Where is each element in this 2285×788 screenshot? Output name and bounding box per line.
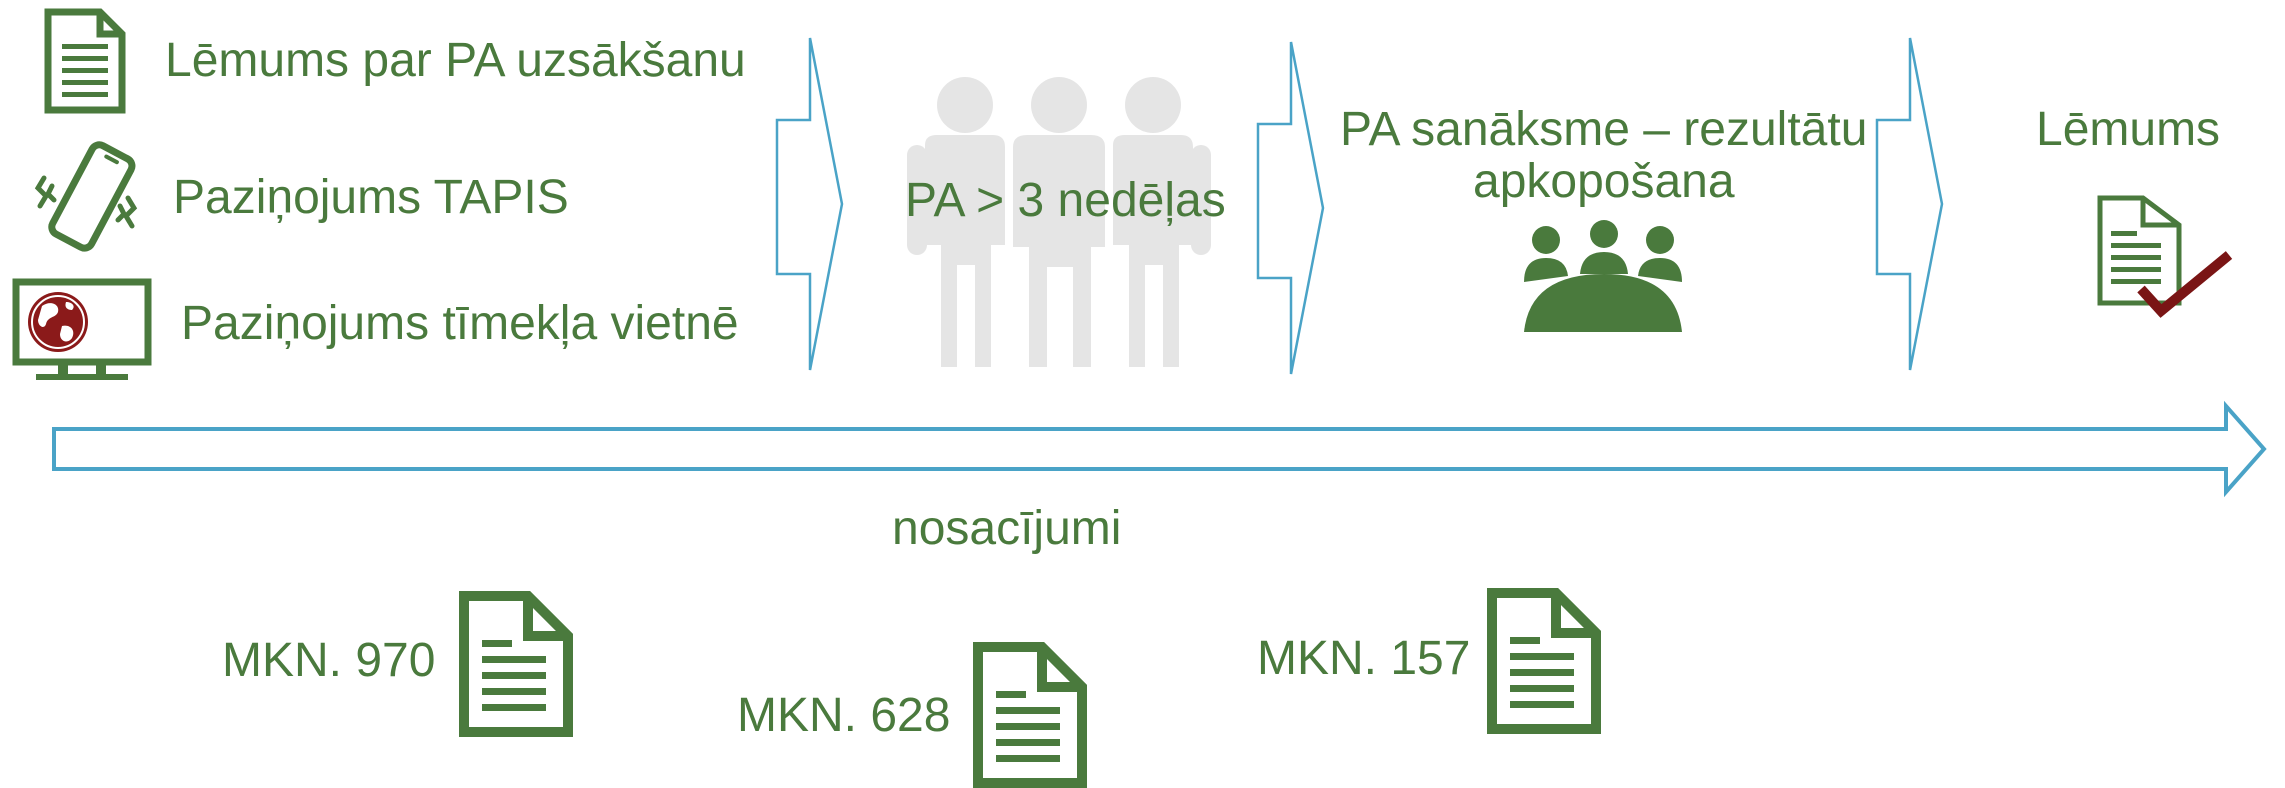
document-icon bbox=[459, 591, 573, 737]
start-item-decision: Lēmums par PA uzsākšanu bbox=[165, 34, 746, 87]
timeline-arrow bbox=[52, 400, 2267, 498]
regulation-label-3: MKN. 157 bbox=[1257, 632, 1471, 685]
document-icon bbox=[973, 642, 1087, 788]
monitor-globe-icon bbox=[12, 278, 152, 380]
stage-decision-label: Lēmums bbox=[2036, 103, 2221, 156]
people-group-icon bbox=[907, 77, 1211, 367]
regulation-label-2: MKN. 628 bbox=[737, 689, 951, 742]
vibrating-phone-icon bbox=[34, 141, 138, 252]
conditions-label: nosacījumi bbox=[892, 502, 1122, 555]
chevron-arrow-2 bbox=[1256, 41, 1325, 375]
document-icon bbox=[44, 8, 126, 114]
document-icon bbox=[1487, 588, 1601, 734]
start-item-website: Paziņojums tīmekļa vietnē bbox=[181, 297, 739, 350]
meeting-table-icon bbox=[1524, 220, 1682, 332]
stage-duration-label: PA > 3 nedēļas bbox=[905, 174, 1226, 227]
chevron-arrow-3 bbox=[1875, 37, 1944, 371]
start-item-tapis: Paziņojums TAPIS bbox=[173, 171, 569, 224]
stage-meeting-line2: apkopošana bbox=[1473, 155, 1735, 208]
regulation-label-1: MKN. 970 bbox=[222, 634, 436, 687]
document-check-icon bbox=[2097, 195, 2233, 318]
chevron-arrow-1 bbox=[775, 37, 844, 371]
stage-meeting-line1: PA sanāksme – rezultātu bbox=[1340, 103, 1868, 156]
